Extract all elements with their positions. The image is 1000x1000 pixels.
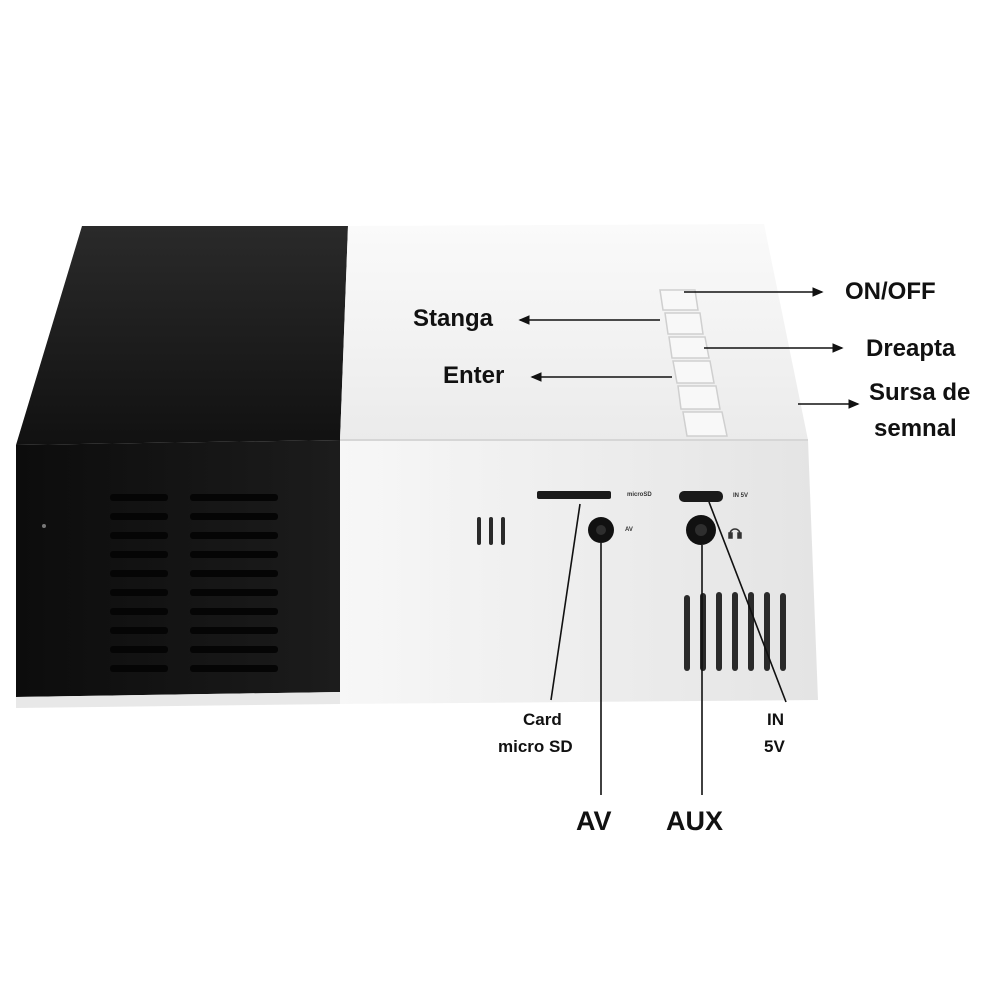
button-enter[interactable] <box>672 360 715 384</box>
av-port-marking: AV <box>625 527 633 533</box>
indicator-dot <box>42 524 46 528</box>
black-housing-base <box>16 692 340 708</box>
headphone-icon <box>728 528 742 539</box>
label-enter: Enter <box>443 362 505 389</box>
callout-in5v <box>708 501 787 703</box>
button-extra[interactable] <box>682 411 728 437</box>
label-sursa-1: Sursa de <box>869 379 971 406</box>
label-av: AV <box>576 806 612 836</box>
black-housing-top <box>16 226 348 445</box>
label-sursa-2: semnal <box>874 415 957 442</box>
button-right[interactable] <box>668 336 710 359</box>
in5v-marking: IN 5V <box>733 493 749 499</box>
control-buttons <box>659 289 728 437</box>
button-left[interactable] <box>664 312 704 335</box>
usb-5v-port[interactable] <box>679 491 723 502</box>
label-on-off: ON/OFF <box>845 278 936 305</box>
label-stanga: Stanga <box>413 305 494 332</box>
microsd-slot[interactable] <box>537 491 611 499</box>
button-source[interactable] <box>677 385 721 410</box>
button-power[interactable] <box>659 289 699 311</box>
microsd-marking: microSD <box>627 492 652 498</box>
black-vent-left <box>110 494 168 672</box>
av-jack-inner <box>596 525 606 535</box>
callouts-bottom <box>550 501 787 795</box>
black-vent-right <box>190 494 278 672</box>
label-aux: AUX <box>666 806 724 836</box>
black-housing-front <box>16 440 340 697</box>
aux-jack-inner <box>695 524 707 536</box>
white-vent-small <box>477 517 505 545</box>
label-dreapta: Dreapta <box>866 335 956 362</box>
callout-microsd <box>550 503 581 701</box>
white-housing-front <box>340 440 818 704</box>
callouts-top <box>518 287 860 409</box>
label-card-1: Card <box>523 710 562 729</box>
label-in-1: IN <box>767 710 784 729</box>
white-housing-top <box>340 224 808 440</box>
label-in-2: 5V <box>764 737 785 756</box>
label-card-2: micro SD <box>498 737 573 756</box>
